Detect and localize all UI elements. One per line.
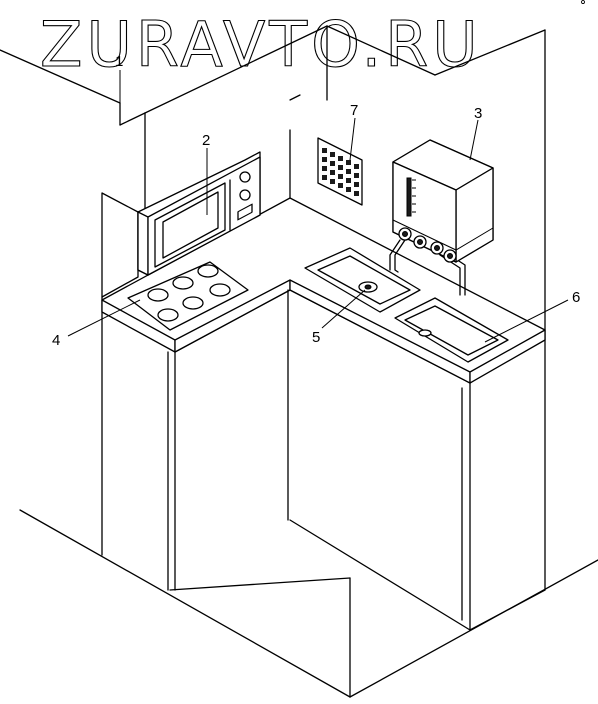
small-sink bbox=[304, 247, 421, 313]
callout-6: 6 bbox=[572, 289, 580, 306]
leader-lines bbox=[67, 70, 569, 343]
cooktop bbox=[127, 261, 249, 331]
ventilation-grille bbox=[317, 137, 363, 206]
callout-7: 7 bbox=[350, 102, 358, 119]
callout-2: 2 bbox=[202, 132, 210, 149]
watermark-text: ZURAVTO.RU bbox=[40, 8, 482, 81]
corner-mark: ᐤ bbox=[580, 0, 586, 14]
water-level-scale bbox=[406, 177, 416, 217]
large-sink bbox=[394, 297, 509, 363]
callout-labels: 1 2 3 4 5 6 7 bbox=[52, 53, 580, 349]
water-heater bbox=[392, 139, 494, 263]
room-outline bbox=[0, 25, 598, 698]
callout-5: 5 bbox=[312, 329, 320, 346]
callout-3: 3 bbox=[474, 105, 482, 122]
callout-1: 1 bbox=[115, 53, 123, 70]
callout-4: 4 bbox=[52, 332, 60, 349]
